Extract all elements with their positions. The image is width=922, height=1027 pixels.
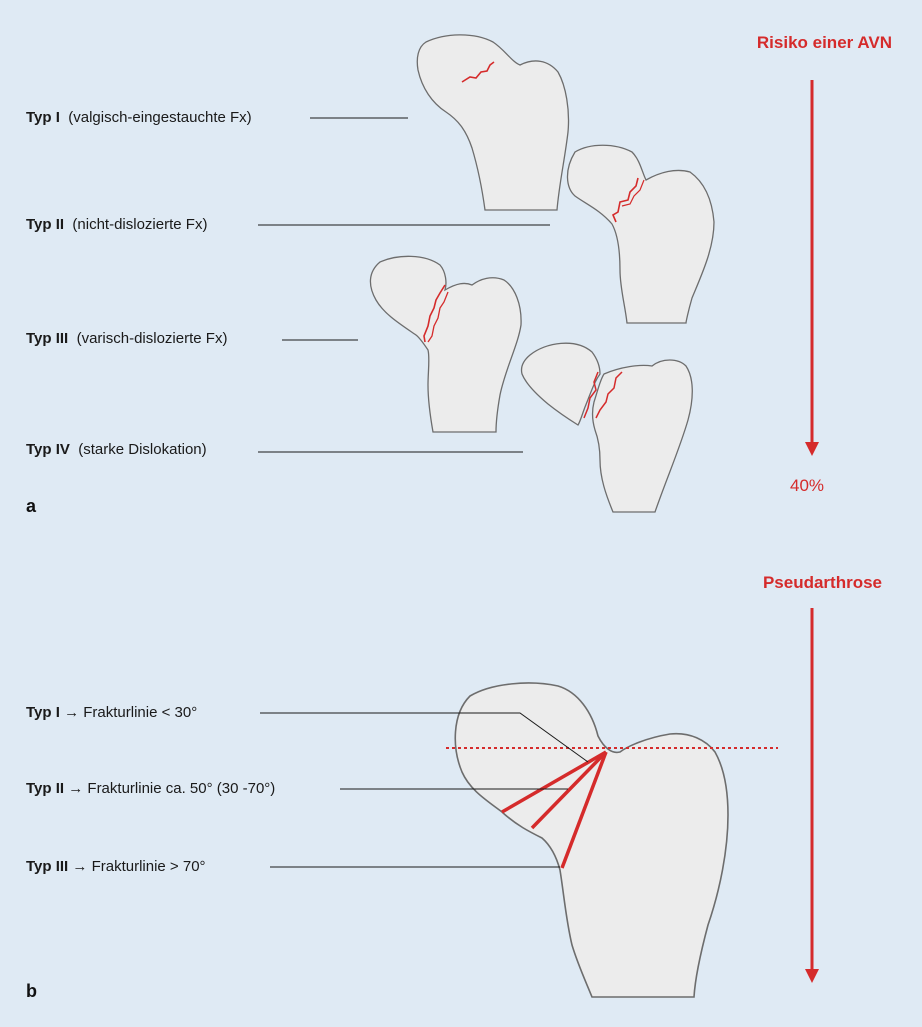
- label-b-typ-1: Typ I → Frakturlinie < 30°: [26, 704, 197, 722]
- femur-typ-3: [369, 255, 522, 433]
- label-a-typ-2: Typ II (nicht-dislozierte Fx): [26, 216, 207, 234]
- type-name: Typ IV: [26, 441, 70, 458]
- label-a-typ-4: Typ IV (starke Dislokation): [26, 441, 207, 459]
- label-b-typ-3: Typ III → Frakturlinie > 70°: [26, 858, 206, 876]
- femur-typ-4: [520, 342, 693, 513]
- fracture-line-typ-3: [423, 284, 446, 343]
- panel-letter-b: b: [26, 981, 37, 1001]
- type-name: Typ III: [26, 330, 69, 347]
- fracture-line-typ-2a: [611, 177, 639, 223]
- avn-risk-arrow: [805, 80, 819, 456]
- type-description: (valgisch-eingestauchte Fx): [68, 109, 252, 126]
- fracture-line-typ-4b: [595, 371, 623, 419]
- leader-line-b-typ-1: [260, 712, 589, 763]
- label-a-typ-1: Typ I (valgisch-eingestauchte Fx): [26, 109, 252, 127]
- type-description: → Frakturlinie ca. 50° (30 -70°): [68, 780, 276, 797]
- femur-typ-1: [416, 34, 570, 211]
- panel-letter-a: a: [26, 496, 37, 516]
- type-name: Typ I: [26, 704, 60, 721]
- type-description: (varisch-dislozierte Fx): [76, 330, 228, 347]
- fracture-lines-b: [501, 750, 608, 869]
- type-description: → Frakturlinie < 30°: [64, 704, 198, 721]
- avn-risk-value: 40%: [790, 476, 825, 495]
- fracture-line-typ-4a: [583, 371, 599, 419]
- type-name: Typ II: [26, 216, 65, 233]
- pseudarthrose-title: Pseudarthrose: [762, 573, 882, 592]
- pseudarthrose-risk-arrow: [805, 608, 819, 983]
- type-description: (nicht-dislozierte Fx): [72, 216, 208, 233]
- femur-large: [454, 682, 729, 998]
- type-name: Typ III: [26, 858, 69, 875]
- avn-risk-title: Risiko einer AVN: [756, 33, 892, 52]
- fracture-line-typ-1: [461, 61, 495, 83]
- femur-typ-2: [566, 144, 715, 324]
- type-description: (starke Dislokation): [78, 441, 207, 458]
- label-a-typ-3: Typ III (varisch-dislozierte Fx): [26, 330, 227, 348]
- type-name: Typ I: [26, 109, 60, 126]
- type-description: → Frakturlinie > 70°: [72, 858, 206, 875]
- label-b-typ-2: Typ II → Frakturlinie ca. 50° (30 -70°): [26, 780, 275, 798]
- type-name: Typ II: [26, 780, 65, 797]
